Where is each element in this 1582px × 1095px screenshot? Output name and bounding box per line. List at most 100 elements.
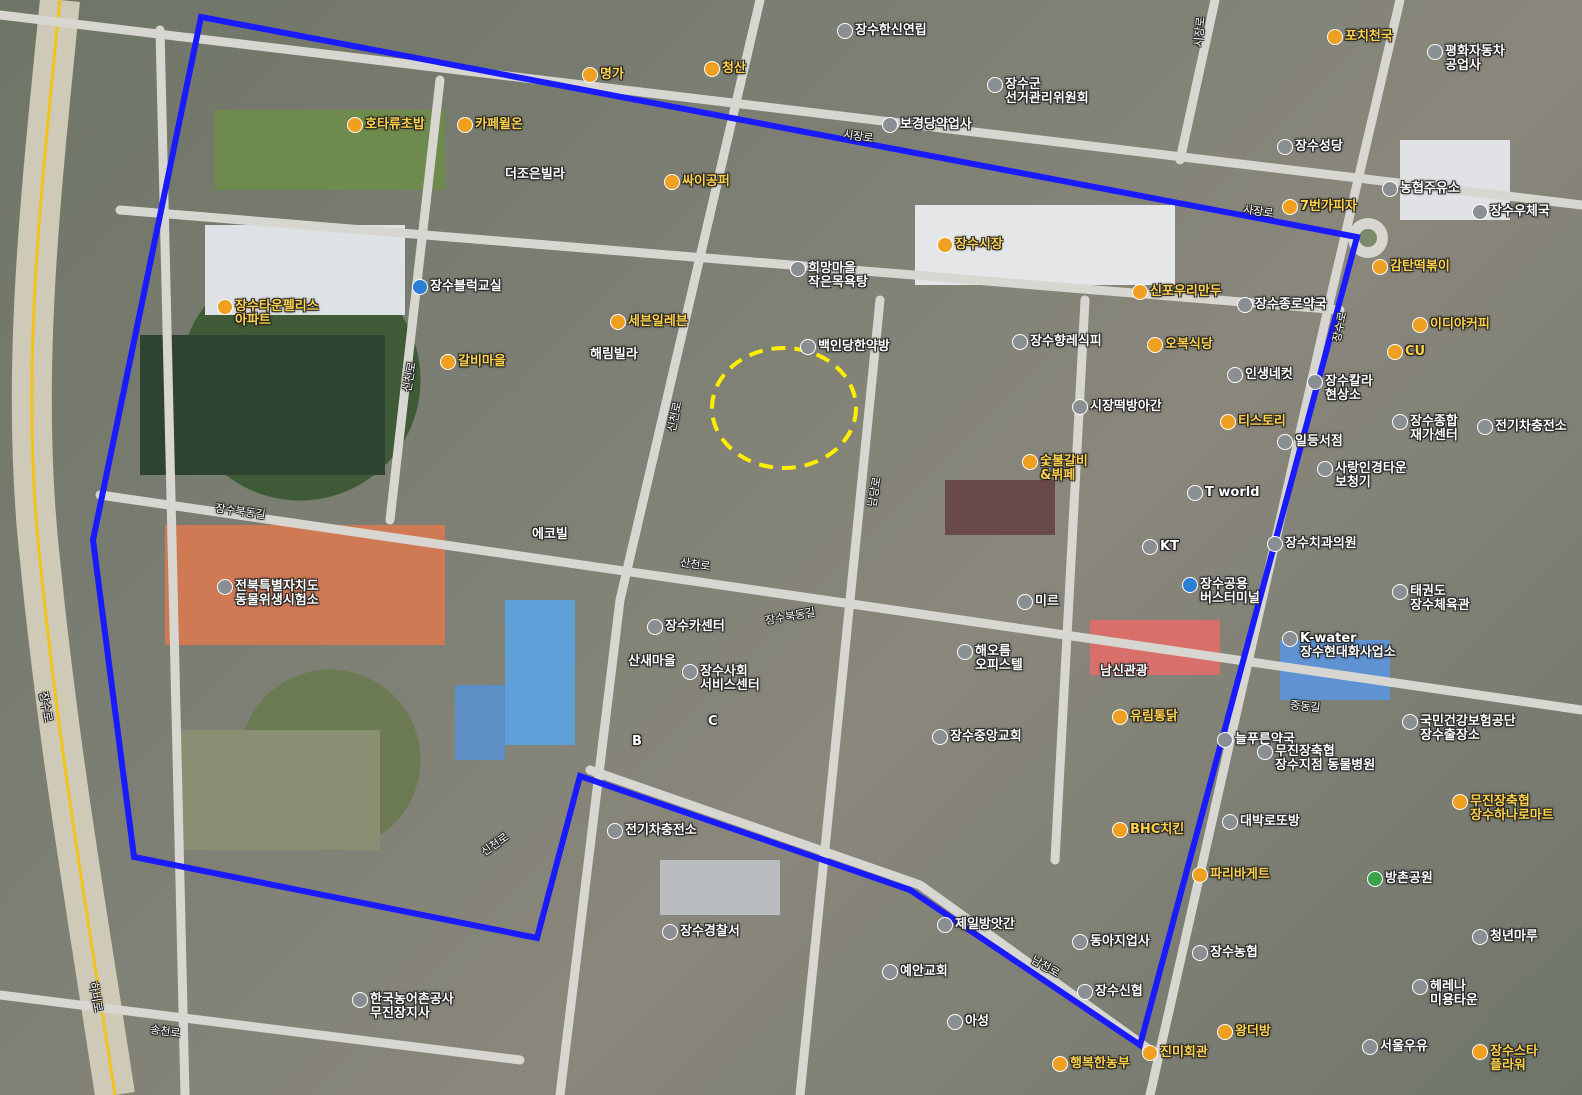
- place-label[interactable]: 일등서점: [1295, 434, 1343, 449]
- place-label[interactable]: 티스토리: [1238, 414, 1286, 429]
- place-label[interactable]: CU: [1405, 344, 1426, 359]
- place-pin-icon[interactable]: [1392, 584, 1408, 600]
- restaurant-pin-icon[interactable]: [217, 299, 233, 315]
- place-pin-icon[interactable]: [1217, 732, 1233, 748]
- place-label[interactable]: 늘푸른약국: [1235, 732, 1295, 747]
- place-label[interactable]: 동아지업사: [1090, 934, 1150, 949]
- place-label[interactable]: 싸이공퍼: [682, 174, 730, 189]
- place-label[interactable]: 7번가피자: [1300, 199, 1357, 214]
- place-label[interactable]: 갈비마을: [458, 354, 506, 369]
- place-label[interactable]: 해림빌라: [590, 347, 638, 362]
- place-label[interactable]: 이디야커피: [1430, 317, 1490, 332]
- place-label[interactable]: 대박로또방: [1240, 814, 1300, 829]
- place-label[interactable]: 제일방앗간: [955, 917, 1015, 932]
- place-label[interactable]: 미르: [1035, 594, 1059, 609]
- place-pin-icon[interactable]: [1392, 414, 1408, 430]
- restaurant-pin-icon[interactable]: [1112, 822, 1128, 838]
- place-label[interactable]: 농협주유소: [1400, 181, 1460, 196]
- place-pin-icon[interactable]: [1317, 461, 1333, 477]
- place-label[interactable]: 파리바게트: [1210, 867, 1270, 882]
- place-label[interactable]: 유림통닭: [1130, 709, 1178, 724]
- place-pin-icon[interactable]: [1277, 434, 1293, 450]
- place-label[interactable]: 아성: [965, 1014, 989, 1029]
- place-label[interactable]: 숯불갈비&뷔페: [1040, 454, 1088, 483]
- place-pin-icon[interactable]: [1072, 934, 1088, 950]
- place-pin-icon[interactable]: [1362, 1039, 1378, 1055]
- restaurant-pin-icon[interactable]: [610, 314, 626, 330]
- place-label[interactable]: 행복한농부: [1070, 1056, 1130, 1071]
- restaurant-pin-icon[interactable]: [1372, 259, 1388, 275]
- restaurant-pin-icon[interactable]: [1217, 1024, 1233, 1040]
- place-label[interactable]: 장수블럭교실: [430, 279, 502, 294]
- restaurant-pin-icon[interactable]: [704, 61, 720, 77]
- place-pin-icon[interactable]: [352, 992, 368, 1008]
- place-label[interactable]: KT: [1160, 539, 1179, 554]
- place-pin-icon[interactable]: [1072, 399, 1088, 415]
- place-label[interactable]: 장수시장: [955, 237, 1003, 252]
- restaurant-pin-icon[interactable]: [347, 117, 363, 133]
- place-pin-icon[interactable]: [1187, 485, 1203, 501]
- place-label[interactable]: 청년마루: [1490, 929, 1538, 944]
- place-label[interactable]: 오복식당: [1165, 337, 1213, 352]
- place-pin-icon[interactable]: [1267, 536, 1283, 552]
- place-label[interactable]: 서울우유: [1380, 1039, 1428, 1054]
- place-label[interactable]: 진미회관: [1160, 1045, 1208, 1060]
- place-label[interactable]: C: [708, 714, 718, 729]
- place-pin-icon[interactable]: [1382, 181, 1398, 197]
- place-label[interactable]: 백인당한약방: [818, 339, 890, 354]
- place-label[interactable]: 산새마을: [628, 654, 676, 669]
- place-label[interactable]: 시장떡방아간: [1090, 399, 1162, 414]
- restaurant-pin-icon[interactable]: [582, 67, 598, 83]
- place-pin-icon[interactable]: [1472, 929, 1488, 945]
- place-label[interactable]: 전기차충전소: [625, 823, 697, 838]
- place-pin-icon[interactable]: [1192, 945, 1208, 961]
- place-label[interactable]: 장수종로약국: [1255, 297, 1327, 312]
- place-pin-icon[interactable]: [947, 1014, 963, 1030]
- restaurant-pin-icon[interactable]: [1327, 29, 1343, 45]
- place-label[interactable]: 포치천국: [1345, 29, 1393, 44]
- restaurant-pin-icon[interactable]: [937, 237, 953, 253]
- place-pin-icon[interactable]: [607, 823, 623, 839]
- place-label[interactable]: 보경당약업사: [900, 117, 972, 132]
- restaurant-pin-icon[interactable]: [664, 174, 680, 190]
- park-pin-icon[interactable]: [1367, 871, 1383, 887]
- place-pin-icon[interactable]: [217, 579, 233, 595]
- place-pin-icon[interactable]: [647, 619, 663, 635]
- place-pin-icon[interactable]: [1477, 419, 1493, 435]
- place-pin-icon[interactable]: [1282, 631, 1298, 647]
- place-pin-icon[interactable]: [1227, 367, 1243, 383]
- place-pin-icon[interactable]: [1472, 204, 1488, 220]
- restaurant-pin-icon[interactable]: [440, 354, 456, 370]
- place-label[interactable]: 예안교회: [900, 964, 948, 979]
- place-label[interactable]: 명가: [600, 67, 624, 82]
- place-pin-icon[interactable]: [790, 261, 806, 277]
- place-label[interactable]: 왕더방: [1235, 1024, 1271, 1039]
- place-label[interactable]: 장수한신연립: [855, 23, 927, 38]
- place-pin-icon[interactable]: [682, 664, 698, 680]
- place-label[interactable]: 장수우체국: [1490, 204, 1550, 219]
- place-label[interactable]: 감탄떡볶이: [1390, 259, 1450, 274]
- place-pin-icon[interactable]: [1012, 334, 1028, 350]
- restaurant-pin-icon[interactable]: [1022, 454, 1038, 470]
- place-pin-icon[interactable]: [1237, 297, 1253, 313]
- place-label[interactable]: 장수향레식피: [1030, 334, 1102, 349]
- place-pin-icon[interactable]: [882, 964, 898, 980]
- place-pin-icon[interactable]: [957, 644, 973, 660]
- place-label[interactable]: 장수신협: [1095, 984, 1143, 999]
- place-label[interactable]: 방촌공원: [1385, 871, 1433, 886]
- place-pin-icon[interactable]: [1402, 714, 1418, 730]
- place-label[interactable]: 전기차충전소: [1495, 419, 1567, 434]
- place-label[interactable]: 에코빌: [532, 527, 568, 542]
